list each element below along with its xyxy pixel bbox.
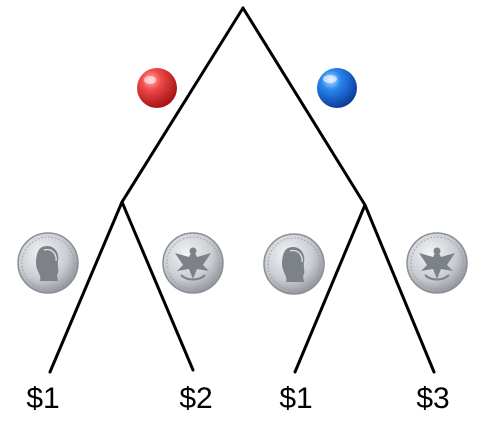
red-marble-icon	[137, 68, 177, 108]
branch-right-left	[293, 203, 367, 374]
quarter-heads-icon	[263, 233, 325, 295]
quarter-tails-icon	[406, 232, 468, 294]
outcome-label: $2	[179, 382, 212, 415]
branch-left-right	[120, 200, 195, 372]
outcome-label: $3	[416, 382, 449, 415]
quarter-tails-icon	[162, 232, 224, 294]
tree-branches	[48, 6, 436, 374]
quarter-heads-icon	[17, 232, 79, 294]
outcome-label: $1	[279, 382, 312, 415]
branch-root-left	[120, 6, 245, 204]
branch-root-right	[241, 6, 367, 207]
blue-marble-icon	[317, 68, 357, 108]
branch-left-left	[48, 200, 124, 374]
outcome-label: $1	[26, 382, 59, 415]
branch-right-right	[363, 203, 436, 374]
